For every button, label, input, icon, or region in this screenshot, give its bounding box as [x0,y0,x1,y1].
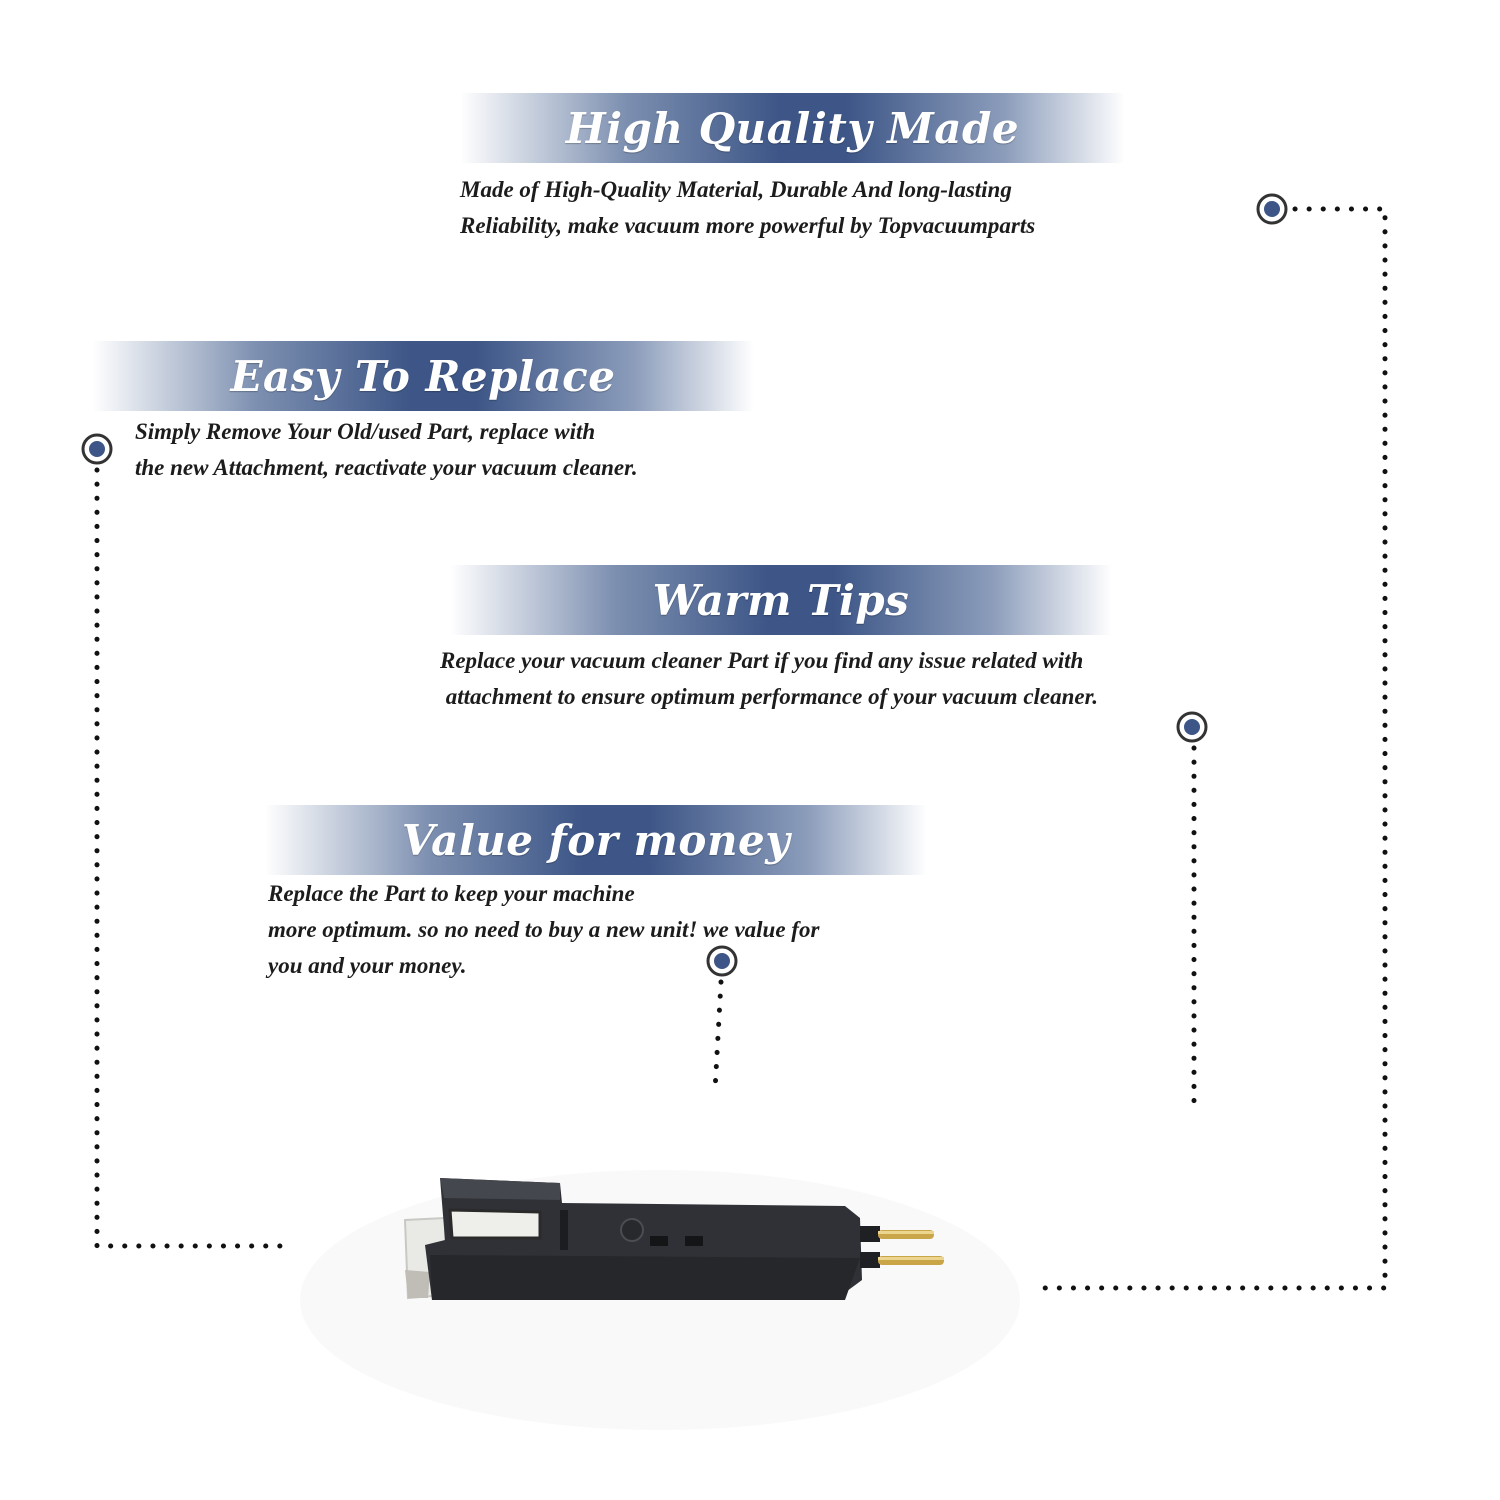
replace-connector [94,467,295,1249]
quality-description: Made of High-Quality Material, Durable A… [460,172,1035,244]
description-line: Replace the Part to keep your machine [268,881,635,906]
banner-title: Easy To Replace [230,351,616,401]
description-line: more optimum. so no need to buy a new un… [268,917,820,942]
banner-value-money: Value for money [265,805,927,875]
replace-description: Simply Remove Your Old/used Part, replac… [135,414,638,486]
tips-description: Replace your vacuum cleaner Part if you … [440,643,1098,715]
quality-connector [1032,206,1388,1291]
product-image [300,1170,1020,1430]
marker-dot-icon [1176,711,1208,743]
marker-dot-icon [81,433,113,465]
description-line: the new Attachment, reactivate your vacu… [135,455,638,480]
banner-high-quality: High Quality Made [460,93,1125,163]
description-line: Replace your vacuum cleaner Part if you … [440,648,1084,673]
banner-easy-replace: Easy To Replace [92,341,754,411]
banner-title: Warm Tips [652,575,910,625]
description-line: Simply Remove Your Old/used Part, replac… [135,419,596,444]
description-line: Made of High-Quality Material, Durable A… [460,177,1012,202]
description-line: Reliability, make vacuum more powerful b… [460,213,1036,238]
description-line: you and your money. [268,953,467,978]
value-connector [712,979,724,1093]
banner-title: High Quality Made [565,103,1020,153]
value-description: Replace the Part to keep your machine mo… [268,876,819,984]
marker-dot-icon [1256,193,1288,225]
description-line: attachment to ensure optimum performance… [440,684,1099,709]
marker-dot-icon [706,945,738,977]
banner-warm-tips: Warm Tips [450,565,1112,635]
banner-title: Value for money [401,815,791,865]
